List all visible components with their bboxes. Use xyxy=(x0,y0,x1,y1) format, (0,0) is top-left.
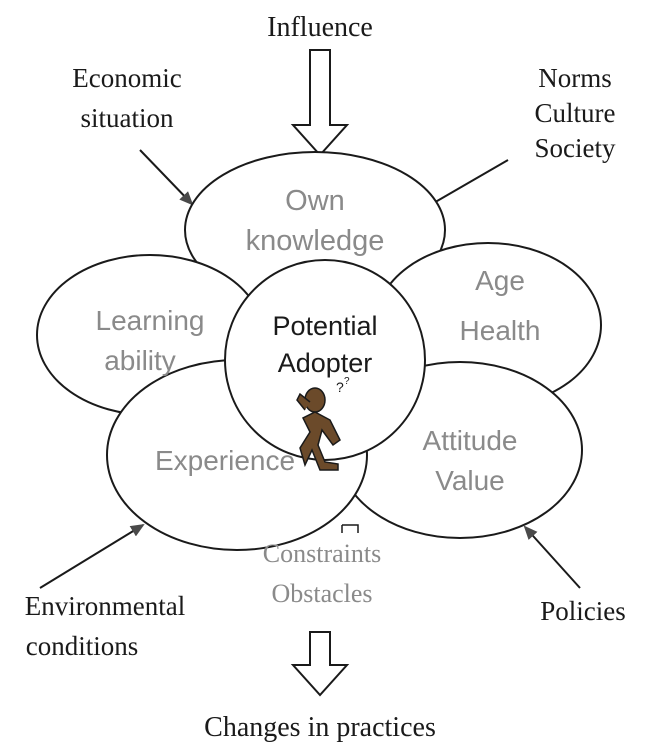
culture-label: Culture xyxy=(535,98,616,128)
experience-label: Experience xyxy=(155,445,295,476)
environmental-label: Environmental xyxy=(25,591,185,621)
knowledge-label: knowledge xyxy=(246,225,385,257)
influence-label: Influence xyxy=(267,12,373,43)
potential-adopter-circle xyxy=(224,259,426,461)
environmental-arrow xyxy=(39,523,145,589)
policies-label: Policies xyxy=(540,596,626,626)
policies-arrow xyxy=(523,525,581,589)
obstacles-label: Obstacles xyxy=(271,579,372,608)
economic-label-1: Economic xyxy=(72,63,181,93)
adopter-label: Adopter xyxy=(278,348,373,378)
conditions-label: conditions xyxy=(26,631,139,661)
learning-label: Learning xyxy=(96,305,205,336)
thinking-figure-icon xyxy=(296,387,341,471)
changes-arrow xyxy=(290,631,350,697)
society-label: Society xyxy=(535,133,616,163)
changes-label: Changes in practices xyxy=(204,712,436,743)
question-mark-2: ? xyxy=(344,376,350,387)
constraints-bracket xyxy=(341,524,359,533)
norms-label: Norms xyxy=(538,63,612,93)
value-label: Value xyxy=(435,465,505,496)
age-label: Age xyxy=(475,265,525,296)
norms-arrow xyxy=(423,159,509,210)
question-mark-1: ? xyxy=(336,379,344,395)
economic-arrow xyxy=(139,149,194,206)
own-label: Own xyxy=(285,185,345,217)
attitude-label: Attitude xyxy=(423,425,518,456)
constraints-label: Constraints xyxy=(263,539,381,568)
economic-label-2: situation xyxy=(81,103,174,133)
health-label: Health xyxy=(460,315,541,346)
influence-arrow xyxy=(290,49,350,157)
potential-label: Potential xyxy=(272,311,377,341)
ability-label: ability xyxy=(104,345,176,376)
